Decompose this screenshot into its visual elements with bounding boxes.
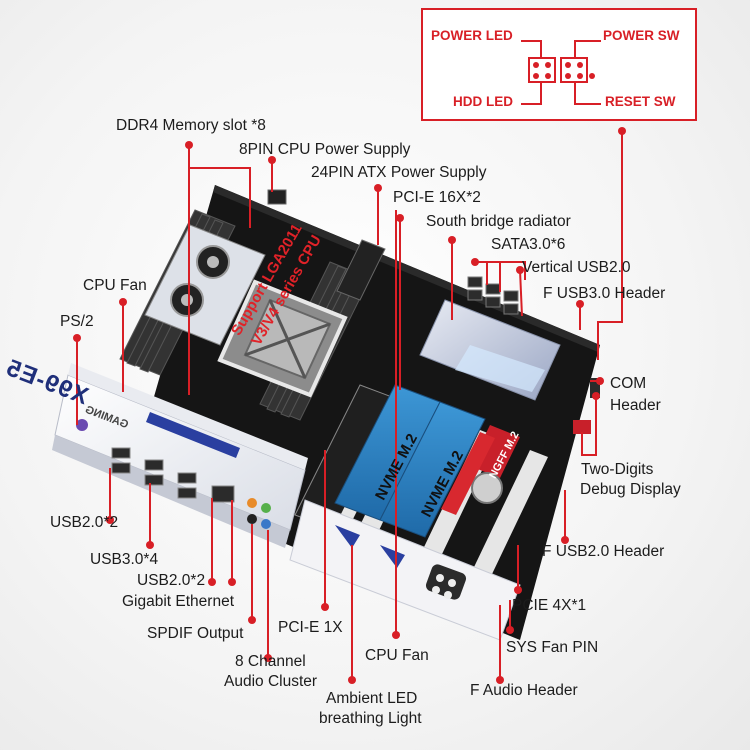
label-f-usb20: F USB2.0 Header	[542, 543, 665, 560]
label-audio-cluster-1: 8 Channel	[235, 653, 306, 670]
label-debug-1: Two-Digits	[581, 461, 654, 478]
audio-jacks	[247, 498, 271, 529]
reset-sw-label: RESET SW	[605, 94, 676, 109]
label-pcie-16x: PCI-E 16X*2	[393, 189, 481, 206]
vrm-heatsink	[144, 224, 266, 346]
label-usb20-left: USB2.0*2	[50, 514, 119, 531]
label-ambient-1: Ambient LED	[326, 690, 418, 707]
leader-dots	[73, 127, 626, 684]
label-spdif: SPDIF Output	[147, 625, 244, 642]
pcie-4x-slot	[441, 432, 495, 515]
label-ps2: PS/2	[60, 313, 94, 330]
label-f-audio: F Audio Header	[470, 682, 578, 699]
label-cpu-fan-left: CPU Fan	[83, 277, 147, 294]
label-cpu-power: 8PIN CPU Power Supply	[239, 141, 411, 158]
label-debug-2: Debug Display	[580, 481, 681, 498]
atx-power-connector	[336, 239, 386, 301]
label-pcie-1x: PCI-E 1X	[278, 619, 343, 636]
label-pcie-4x: PCIE 4X*1	[512, 597, 587, 614]
com-header	[590, 378, 600, 398]
label-sata: SATA3.0*6	[491, 236, 566, 253]
debug-display	[573, 420, 591, 434]
label-audio-cluster-2: Audio Cluster	[224, 673, 318, 690]
hdd-led-label: HDD LED	[453, 94, 513, 109]
front-panel-header-legend: POWER LED POWER SW HDD LED RESET SW	[421, 8, 697, 121]
power-sw-label: POWER SW	[603, 28, 680, 43]
label-com-header-1: COM	[610, 375, 647, 392]
label-gigabit: Gigabit Ethernet	[122, 593, 235, 610]
io-ports	[111, 447, 235, 503]
label-vertical-usb: Vertical USB2.0	[522, 259, 631, 276]
label-usb30: USB3.0*4	[90, 551, 159, 568]
ps2-port	[76, 419, 88, 431]
label-ambient-2: breathing Light	[319, 710, 422, 727]
leader-lines	[76, 131, 623, 680]
pin-header-diagram	[521, 40, 601, 105]
label-ddr4-memory: DDR4 Memory slot *8	[116, 117, 266, 134]
sata-ports	[467, 276, 519, 315]
ngff-slot	[470, 425, 520, 478]
label-atx-power: 24PIN ATX Power Supply	[311, 164, 487, 181]
label-cpu-fan-bottom: CPU Fan	[365, 647, 429, 664]
label-usb20-bottom: USB2.0*2	[137, 572, 206, 589]
label-com-header-2: Header	[610, 397, 661, 414]
cmos-battery	[471, 472, 503, 504]
label-south-bridge: South bridge radiator	[426, 213, 571, 230]
label-f-usb3: F USB3.0 Header	[543, 285, 666, 302]
cpu-power-connector	[267, 189, 287, 205]
nvme-heatsink-2	[379, 401, 486, 538]
label-sys-fan: SYS Fan PIN	[506, 639, 599, 656]
power-led-label: POWER LED	[431, 28, 513, 43]
